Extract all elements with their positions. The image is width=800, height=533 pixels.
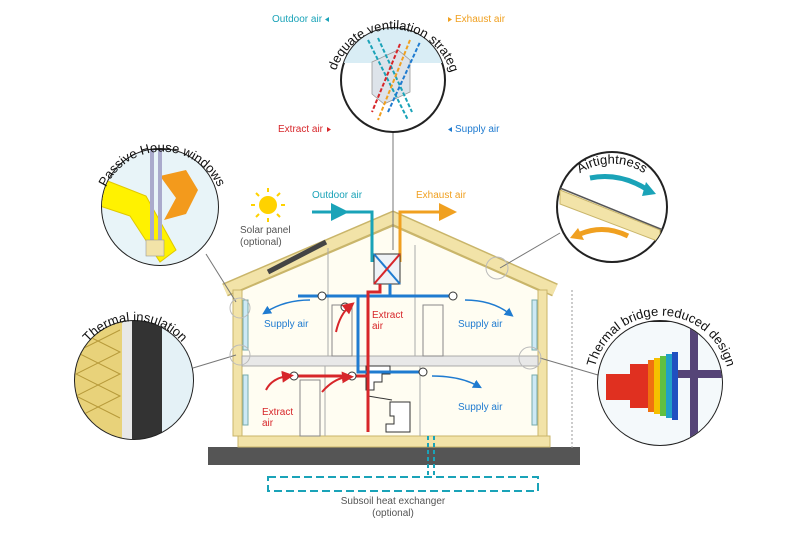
exhaust-air-label: Exhaust air [416,190,467,201]
vent-exhaust-arrow-icon [448,17,452,22]
extract-air-label-upper-1: Extract [372,310,403,321]
solar-panel [251,188,328,275]
duct-system [262,203,539,492]
solar-panel-label: Solar panel [240,225,291,236]
callout-lines [192,132,599,376]
subsoil-heat-exchanger [267,476,539,492]
thermal-bridge-detail-circle [597,320,723,446]
subsoil-label: Subsoil heat exchanger [341,496,446,507]
vent-extract-air-label: Extract air [278,124,324,135]
vent-exhaust-air-label: Exhaust air [455,14,506,25]
airtightness-detail-circle [556,151,668,263]
supply-air-label-upper-right: Supply air [458,319,503,330]
vent-supply-air-label: Supply air [455,124,500,135]
sun-icon [259,196,277,214]
solar-panel-optional: (optional) [240,237,282,248]
foundation [237,435,551,448]
subsoil-optional: (optional) [372,508,414,519]
ground-slab [208,447,580,465]
vent-outdoor-air-label: Outdoor air [272,14,323,25]
supply-air-label-lower-right: Supply air [458,402,503,413]
vent-outdoor-arrow-icon [325,17,329,22]
windows-detail-circle [101,148,219,266]
vent-extract-arrow-icon [327,127,331,132]
extract-air-label-lower-1: Extract [262,407,293,418]
extract-air-label-lower-2: air [262,418,274,429]
vent-supply-arrow-icon [448,127,452,132]
supply-air-label-upper-left: Supply air [264,319,309,330]
outdoor-air-label: Outdoor air [312,190,363,201]
extract-air-label-upper-2: air [372,321,384,332]
